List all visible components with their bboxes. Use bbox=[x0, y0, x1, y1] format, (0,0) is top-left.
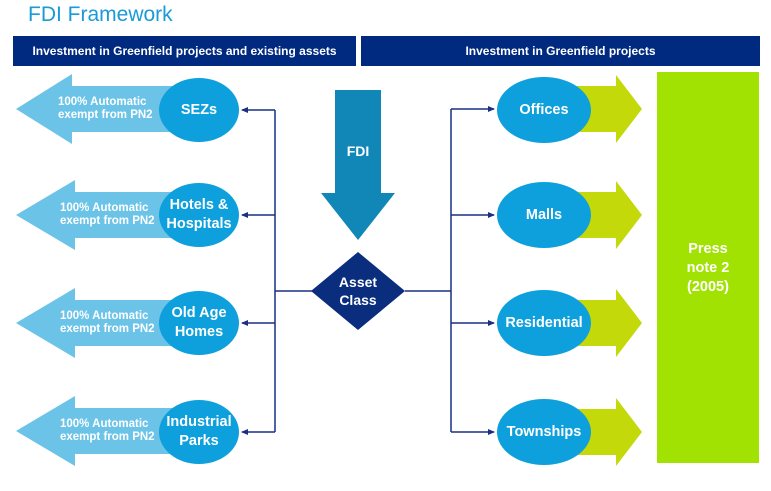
label-sezs: SEZs bbox=[180, 101, 218, 118]
node-sezs bbox=[159, 78, 239, 142]
exempt-label-old-age: 100% Automatic exempt from PN2 bbox=[60, 310, 155, 335]
exempt-label-hotels: 100% Automatic exempt from PN2 bbox=[60, 202, 155, 227]
exempt-label-sezs: 100% Automatic exempt from PN2 bbox=[58, 96, 153, 121]
press-note-label: Press note 2 (2005) bbox=[686, 241, 730, 295]
label-old-age-homes: Old Age Homes bbox=[171, 305, 227, 340]
exempt-arrow-old-age bbox=[16, 288, 200, 358]
exempt-label-industrial: 100% Automatic exempt from PN2 bbox=[60, 418, 155, 443]
header-greenfield: Investment in Greenfield projects bbox=[361, 36, 760, 66]
header-greenfield-and-existing: Investment in Greenfield projects and ex… bbox=[13, 36, 356, 66]
left-connectors bbox=[241, 107, 314, 435]
label-offices: Offices bbox=[519, 101, 569, 118]
fdi-label: FDI bbox=[346, 143, 370, 159]
node-hotels-hospitals bbox=[159, 183, 239, 247]
label-malls: Malls bbox=[525, 206, 563, 223]
press-note-box bbox=[657, 72, 759, 463]
label-residential: Residential bbox=[505, 314, 583, 331]
right-connectors bbox=[405, 106, 495, 435]
exempt-arrow-hotels bbox=[16, 180, 200, 250]
node-residential bbox=[497, 290, 591, 356]
node-offices bbox=[497, 77, 591, 143]
label-townships: Townships bbox=[506, 423, 582, 440]
fdi-arrow bbox=[321, 90, 395, 240]
asset-class-label: Asset Class bbox=[338, 274, 378, 308]
node-industrial-parks bbox=[159, 400, 239, 464]
left-arrows bbox=[16, 74, 200, 466]
exempt-arrow-industrial bbox=[16, 396, 200, 466]
node-townships bbox=[497, 399, 591, 465]
page-title: FDI Framework bbox=[28, 3, 173, 26]
node-malls bbox=[497, 182, 591, 248]
exempt-arrow-sezs bbox=[16, 74, 200, 144]
asset-class-diamond bbox=[311, 252, 405, 330]
label-hotels-hospitals: Hotels & Hospitals bbox=[166, 197, 232, 232]
label-industrial-parks: Industrial Parks bbox=[166, 414, 232, 449]
node-old-age-homes bbox=[159, 291, 239, 355]
